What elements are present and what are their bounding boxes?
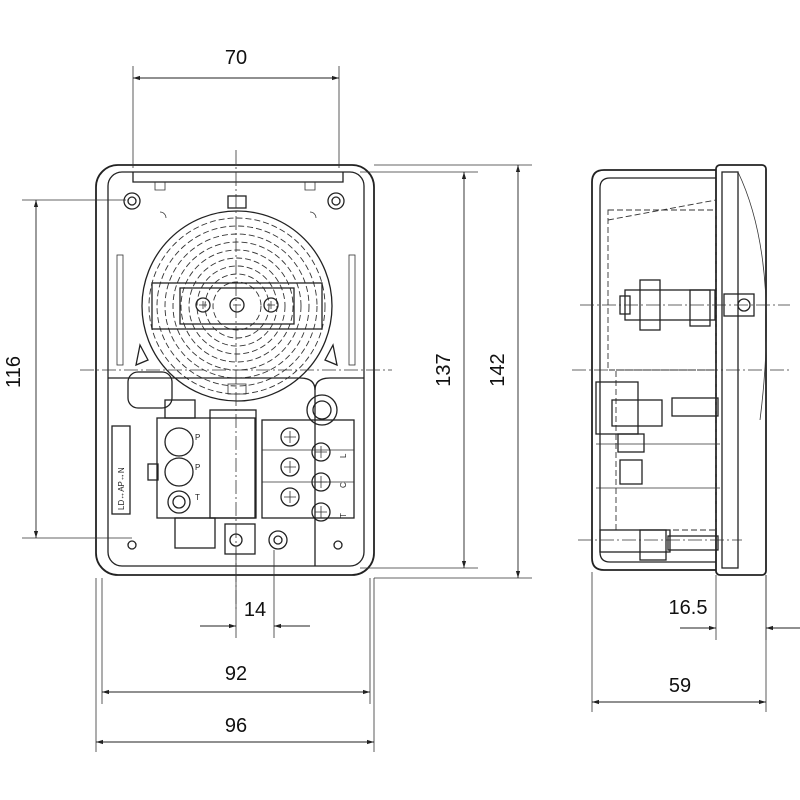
front-view: P P T LD↔AP↔N: [80, 150, 392, 610]
side-view: [572, 164, 792, 576]
dim-body-height-inner: 137: [433, 353, 455, 386]
dim-mount-height: 116: [3, 356, 25, 388]
label-t: T: [195, 493, 200, 502]
side-case-outline: [591, 169, 716, 571]
label-c: C: [339, 482, 348, 488]
dim-body-height: 142: [487, 353, 509, 386]
mount-hole-bottom-left: [127, 540, 137, 550]
label-t2: T: [339, 513, 348, 518]
switch-legend: LD↔AP↔N: [111, 425, 131, 515]
front-top-tab: [132, 172, 344, 183]
label-p1: P: [195, 433, 200, 442]
mount-hole-bottom-right: [333, 540, 343, 550]
label-p2: P: [195, 463, 200, 472]
dim-terminal-pitch: 14: [244, 599, 266, 621]
label-l: L: [339, 453, 348, 458]
dim-side-depth: 59: [669, 675, 691, 697]
mount-hole-bottom-center: [268, 530, 288, 550]
front-dimensions: 70 116 137 142 14 92 96: [3, 47, 532, 752]
cable-gland: [306, 394, 338, 426]
dim-side-protrusion: 16.5: [669, 597, 708, 619]
switch-block: P P T: [127, 371, 257, 555]
terminal-strip: L C T: [261, 419, 355, 522]
dim-mount-width: 70: [225, 47, 247, 69]
side-dimensions: 16.5 59: [591, 572, 800, 712]
mount-hole-top-right: [327, 192, 345, 210]
dim-width-inner: 92: [225, 663, 247, 685]
mount-hole-top-left: [123, 192, 141, 210]
dim-width: 96: [225, 715, 247, 737]
speaker: [135, 195, 338, 402]
svg-text:LD↔AP↔N: LD↔AP↔N: [117, 467, 126, 510]
